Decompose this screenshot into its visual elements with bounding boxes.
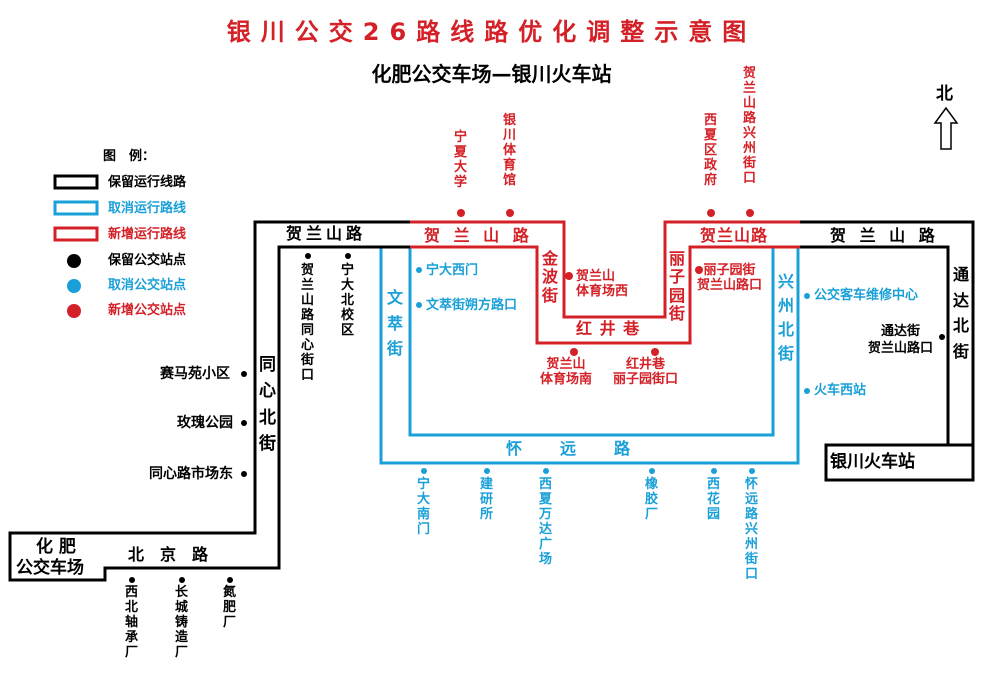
legend-keep-stop-dot: [67, 254, 81, 268]
stop-hongjing-lizi: 红井巷 丽子园街口: [613, 357, 679, 387]
page-title: 银川公交26路线路优化调整示意图: [226, 18, 757, 46]
legend-keep-line-swatch: [53, 174, 99, 190]
road-helanshan-right-red: 贺兰山路: [700, 226, 769, 245]
stop-tongxin-market: 同心路市场东: [149, 466, 233, 482]
terminal-box-train-station: [824, 443, 975, 482]
legend-cancel-line-label: 取消运行路线: [108, 201, 187, 216]
stop-helanshan-tongxin: 贺 兰 山 路 同 心 街 口: [301, 263, 315, 383]
stop-bus-repair: 公交客车维修中心: [814, 288, 919, 303]
terminal-start-line2: 公交车场: [16, 558, 84, 578]
stop-lizi-helanshan: 丽子园街 贺兰山路口: [697, 263, 763, 293]
road-tongxin-north: 同 心 北 街: [259, 355, 276, 455]
stop-dot: [711, 468, 717, 474]
stop-train-west: 火车西站: [814, 383, 867, 398]
legend-keep-stop-label: 保留公交站点: [108, 253, 187, 268]
north-label: 北: [936, 84, 953, 104]
stop-dot: [506, 209, 514, 217]
road-lizi: 丽 子 园 街: [669, 249, 690, 324]
stop-dot: [416, 267, 422, 273]
road-huaiyuan: 怀 远 路: [506, 439, 633, 458]
stop-dot: [695, 266, 703, 274]
terminal-start-line1: 化 肥: [36, 537, 76, 557]
stop-dot: [484, 468, 490, 474]
stop-ningda-south: 宁 大 南 门: [417, 477, 431, 537]
terminal-end: 银川火车站: [830, 452, 915, 472]
stop-dot: [707, 209, 715, 217]
stop-wencui-shuofang: 文萃街朔方路口: [426, 298, 518, 313]
stop-xibei-bearing: 西 北 轴 承 厂: [125, 585, 139, 660]
stop-stadium: 银 川 体 育 馆: [503, 113, 517, 188]
legend-new-line-swatch: [53, 226, 99, 242]
stop-xihua: 西 花 园: [707, 477, 721, 522]
stop-danfei: 氮 肥 厂: [223, 585, 237, 630]
stop-dot: [457, 209, 465, 217]
legend-new-stop-dot: [67, 304, 81, 318]
page-subtitle: 化肥公交车场—银川火车站: [371, 62, 612, 86]
stop-helanshan-sports-west: 贺兰山 体育场西: [576, 269, 629, 299]
stop-dot: [416, 302, 422, 308]
cancelled-route-line-outer: [379, 247, 800, 465]
stop-jianyan: 建 研 所: [480, 477, 494, 522]
stop-ningxia-univ: 宁 夏 大 学: [454, 130, 468, 190]
legend-cancel-stop-label: 取消公交站点: [108, 278, 187, 293]
stop-dot: [305, 253, 311, 259]
stop-helanshan-sports-south: 贺兰山 体育场南: [540, 357, 593, 387]
stop-dot: [345, 253, 351, 259]
road-xingzhou-north: 兴 州 北 街: [778, 272, 799, 363]
stop-dot: [227, 577, 233, 583]
stop-meigui: 玫瑰公园: [177, 415, 233, 431]
cancelled-route-line: [408, 247, 775, 437]
new-route-line-inner: [410, 245, 800, 345]
legend-keep-line-label: 保留运行线路: [108, 175, 187, 190]
road-helanshan-mid: 贺 兰 山 路: [424, 226, 533, 245]
kept-route-line: [8, 220, 410, 582]
stop-tongda-helanshan: 通达街 贺兰山路口: [868, 324, 934, 356]
stop-dot: [746, 209, 754, 217]
stop-helanshan-xingzhou: 贺 兰 山 路 兴 州 街 口: [743, 66, 757, 186]
road-helanshan-right: 贺 兰 山 路: [830, 226, 939, 245]
stop-saima: 赛马苑小区: [160, 366, 230, 382]
stop-dot: [651, 348, 659, 356]
stop-dot: [804, 293, 810, 299]
stop-dot: [241, 471, 247, 477]
legend-cancel-stop-dot: [67, 279, 81, 293]
stop-dot: [565, 272, 573, 280]
stop-dot: [749, 468, 755, 474]
stop-dot: [804, 388, 810, 394]
road-helanshan-left: 贺兰山路: [286, 224, 367, 243]
legend-cancel-line-swatch: [53, 200, 99, 216]
stop-dot: [129, 577, 135, 583]
stop-ningda-west: 宁大西门: [426, 263, 479, 278]
legend-heading: 图 例：: [103, 149, 156, 164]
stop-rubber: 橡 胶 厂: [645, 477, 659, 522]
road-tongda-north: 通 达 北 街: [953, 265, 974, 361]
legend-new-stop-label: 新增公交站点: [108, 303, 187, 318]
stop-xixia-wanda: 西 夏 万 达 广 场: [539, 477, 553, 567]
north-arrow-icon: [933, 106, 959, 150]
stop-dot: [241, 371, 247, 377]
stop-dot: [179, 577, 185, 583]
stop-dot: [570, 348, 578, 356]
new-route-line: [410, 220, 800, 319]
stop-dot: [543, 468, 549, 474]
road-beijing: 北 京 路: [128, 545, 209, 564]
stop-dot: [939, 334, 945, 340]
stop-dot: [421, 468, 427, 474]
stop-dot: [649, 468, 655, 474]
stop-dot: [241, 420, 247, 426]
road-hongjing: 红 井 巷: [576, 319, 641, 338]
stop-ningda-north: 宁 大 北 校 区: [341, 263, 355, 338]
stop-xixia-gov: 西 夏 区 政 府: [704, 113, 718, 188]
legend-new-line-label: 新增运行路线: [108, 227, 187, 242]
road-jinbo: 金 波 街: [542, 249, 563, 305]
stop-huaiyuan-xingzhou: 怀 远 路 兴 州 街 口: [745, 477, 759, 582]
road-wencui: 文 萃 街: [387, 288, 408, 359]
stop-changcheng: 长 城 铸 造 厂: [175, 585, 189, 660]
